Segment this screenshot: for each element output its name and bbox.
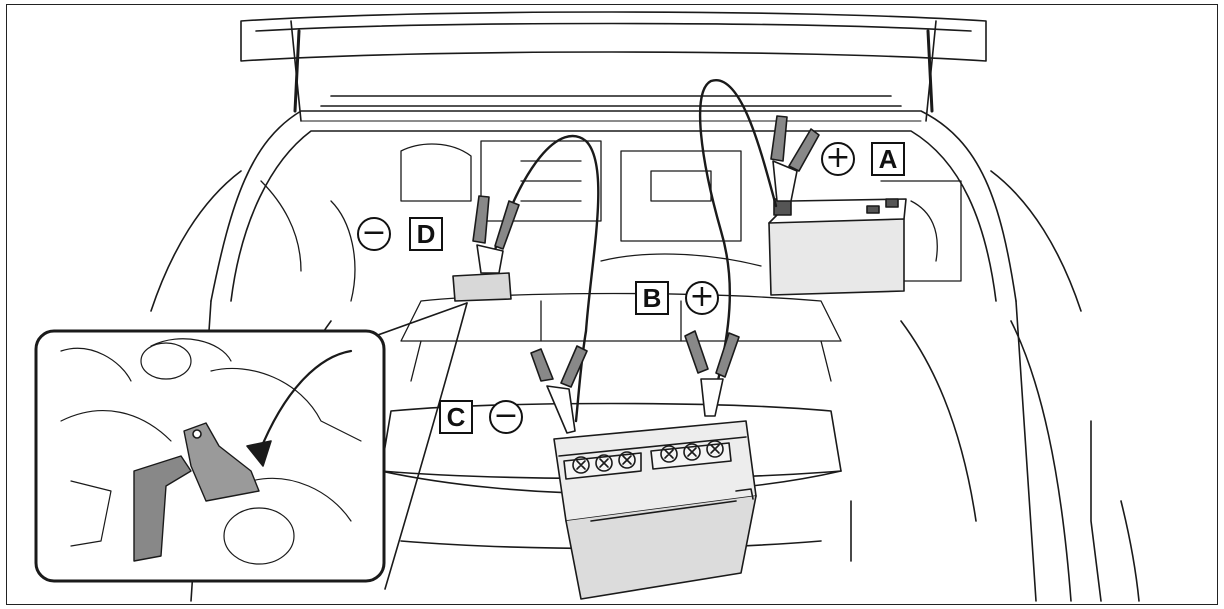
engine-bay-illustration — [34, 11, 1140, 602]
label-a: A — [871, 142, 905, 176]
negative-sign-d: − — [357, 217, 391, 251]
positive-sign-a: + — [821, 142, 855, 176]
vehicle-battery — [768, 198, 907, 296]
ground-point — [452, 272, 512, 302]
positive-sign-b: + — [685, 281, 719, 315]
label-b: B — [635, 281, 669, 315]
diagram-frame: + A B + C − − D — [6, 4, 1218, 605]
label-d: D — [409, 217, 443, 251]
inset-callout — [34, 302, 468, 590]
negative-sign-c: − — [489, 400, 523, 434]
hood — [240, 11, 987, 122]
booster-battery — [553, 420, 757, 600]
label-c: C — [439, 400, 473, 434]
clamps — [472, 115, 820, 434]
engine-details — [260, 140, 962, 382]
